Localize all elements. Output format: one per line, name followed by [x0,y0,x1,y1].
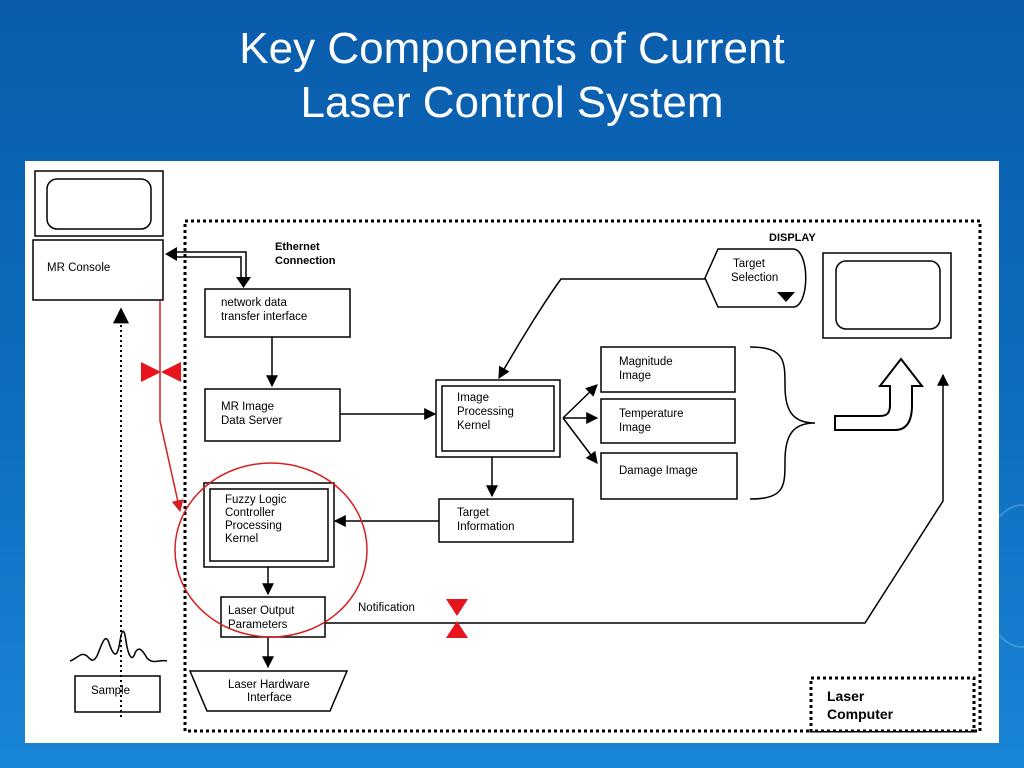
network-interface-box: network data transfer interface [204,288,351,338]
target-information-box: Target Information [438,498,574,543]
fuzzy-logic-kernel-box: Fuzzy Logic Controller Processing Kernel [203,482,335,568]
mr-image-label-2: Data Server [221,415,283,427]
laser-output-label-2: Parameters [228,619,288,631]
hollow-arrow [834,357,925,431]
ethernet-label-2: Connection [275,255,336,267]
magnitude-label-2: Image [619,370,651,382]
red-highlight-circle [174,462,368,638]
notification-line [325,373,949,624]
red-bowtie-notification [446,599,468,638]
damage-image-box: Damage Image [600,452,738,500]
hardware-label-2: Interface [247,692,292,704]
fuzzy-label-2: Controller [225,507,275,519]
image-processing-kernel-box: Image Processing Kernel [435,379,561,458]
magnitude-label-1: Magnitude [619,356,673,368]
fuzzy-label-3: Processing [225,520,282,532]
target-selection-label-1: Target [733,258,766,270]
laser-output-label-1: Laser Output [228,605,295,617]
laser-hardware-interface: Laser Hardware Interface [188,670,349,712]
mr-monitor [34,170,164,237]
hardware-label-1: Laser Hardware [228,679,310,691]
display-label: DISPLAY [769,232,816,244]
mr-console-label: MR Console [47,262,110,274]
target-info-label-1: Target [457,507,490,519]
diagram-panel: MR Console Ethernet Connection network d… [25,161,999,743]
ipk-label-1: Image [457,392,489,404]
notification-label: Notification [358,602,415,614]
red-bowtie-left [141,362,181,382]
target-selection-box: Target Selection [704,248,807,308]
red-feedback-line [159,301,184,513]
display-monitor [822,252,952,339]
ethernet-label-1: Ethernet [275,241,320,253]
mr-console-box: MR Console [32,239,164,301]
fuzzy-label-4: Kernel [225,533,258,545]
magnitude-image-box: Magnitude Image [600,346,736,393]
title-line-2: Laser Control System [300,78,724,127]
sample-waveform [69,630,168,663]
mr-image-label-1: MR Image [221,401,274,413]
temperature-image-box: Temperature Image [600,398,736,444]
ethernet-connection [165,247,251,288]
ipk-label-3: Kernel [457,420,490,432]
ipk-label-2: Processing [457,406,514,418]
block-diagram: MR Console Ethernet Connection network d… [32,170,982,733]
title-line-1: Key Components of Current [239,24,785,73]
target-info-label-2: Information [457,521,515,533]
arrow-to-magnitude [562,384,598,419]
fuzzy-label-1: Fuzzy Logic [225,494,287,506]
laser-computer-label-2: Computer [827,706,894,722]
network-label-2: transfer interface [221,311,307,323]
arrow-selection-to-ipk [498,278,705,380]
laser-computer-label-1: Laser [827,688,865,704]
arrow-to-damage [562,417,598,464]
network-label-1: network data [221,297,287,309]
laser-computer-boundary [183,219,982,733]
slide-title: Key Components of Current Laser Control … [0,22,1024,130]
temperature-label-1: Temperature [619,408,684,420]
laser-computer-label-box: Laser Computer [809,676,976,733]
sample-box: Sample [74,675,161,713]
temperature-label-2: Image [619,422,651,434]
target-selection-label-2: Selection [731,272,778,284]
grouping-brace [749,346,816,500]
damage-label: Damage Image [619,465,698,477]
sample-label: Sample [91,685,130,697]
mr-image-server-box: MR Image Data Server [204,388,341,442]
